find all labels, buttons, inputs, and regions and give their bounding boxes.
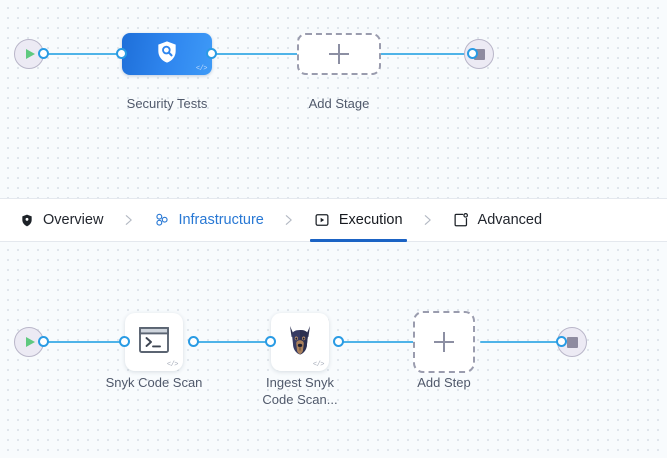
stage-graph-canvas[interactable]: </> Security Tests Add Stage (0, 0, 667, 198)
stop-icon (473, 48, 485, 60)
tab-label-execution: Execution (338, 212, 403, 228)
security-tests-output-port[interactable] (206, 48, 217, 59)
step-node-snyk-code-scan[interactable]: </> (125, 313, 183, 371)
edge-start-to-security-tests (43, 52, 139, 55)
edge-snyk-code-scan-to-ingest (190, 340, 272, 343)
stop-icon (566, 336, 578, 348)
tab-infrastructure[interactable]: Infrastructure (145, 199, 271, 241)
edge-add-step-to-end (480, 340, 562, 343)
edge-security-tests-to-add-stage (208, 52, 305, 55)
execution-graph-canvas[interactable]: </> Snyk Code Scan (0, 242, 667, 458)
doberman-dog-icon (285, 324, 315, 361)
play-square-icon (314, 212, 331, 229)
snyk-code-scan-input-port[interactable] (119, 336, 130, 347)
play-icon (26, 49, 35, 59)
plus-icon (434, 332, 454, 352)
ingest-snyk-output-port[interactable] (333, 336, 344, 347)
code-badge[interactable]: </> (166, 361, 179, 369)
code-badge[interactable]: </> (195, 65, 208, 73)
stage-config-tabs[interactable]: Overview Infrastructure (0, 198, 667, 242)
plus-icon (329, 44, 349, 64)
tab-chevron-2 (272, 199, 306, 241)
cluster-icon (153, 212, 170, 229)
square-gear-icon (453, 212, 470, 229)
stage-graph: </> Security Tests Add Stage (0, 0, 667, 198)
step-node-ingest-snyk-code-scan[interactable]: </> (271, 313, 329, 371)
execution-end-input-port[interactable] (556, 336, 567, 347)
tab-chevron-3 (411, 199, 445, 241)
stage-start-output-port[interactable] (38, 48, 49, 59)
tab-advanced[interactable]: Advanced (445, 199, 551, 241)
tab-execution[interactable]: Execution (306, 199, 411, 242)
stage-end-input-port[interactable] (467, 48, 478, 59)
terminal-icon (138, 326, 170, 359)
stage-label-security-tests: Security Tests (126, 96, 208, 111)
step-label-ingest-snyk-code-scan: Ingest Snyk Code Scan... (262, 375, 338, 407)
stage-node-security-tests[interactable]: </> (122, 33, 212, 75)
code-badge[interactable]: </> (312, 361, 325, 369)
tab-chevron-1 (111, 199, 145, 241)
play-icon (26, 337, 35, 347)
add-step-button[interactable] (413, 311, 475, 373)
shield-icon (18, 212, 35, 229)
edge-ingest-to-add-step (335, 340, 415, 343)
tab-label-infrastructure: Infrastructure (178, 212, 264, 228)
add-stage-button[interactable] (297, 33, 381, 75)
snyk-code-scan-output-port[interactable] (188, 336, 199, 347)
edge-start-to-snyk-code-scan (43, 340, 125, 343)
shield-magnifier-icon (154, 39, 180, 70)
step-label-add-step: Add Step (417, 375, 471, 390)
security-tests-input-port[interactable] (116, 48, 127, 59)
tab-overview[interactable]: Overview (10, 199, 111, 241)
tab-label-overview: Overview (43, 212, 104, 228)
tab-label-advanced: Advanced (477, 212, 543, 228)
ingest-snyk-input-port[interactable] (265, 336, 276, 347)
edge-add-stage-to-end (377, 52, 473, 55)
execution-graph: </> Snyk Code Scan (0, 242, 667, 458)
execution-start-node[interactable] (14, 327, 44, 357)
step-label-snyk-code-scan: Snyk Code Scan (105, 375, 203, 390)
execution-start-output-port[interactable] (38, 336, 49, 347)
stage-label-add-stage: Add Stage (308, 96, 370, 111)
stage-start-node[interactable] (14, 39, 44, 69)
